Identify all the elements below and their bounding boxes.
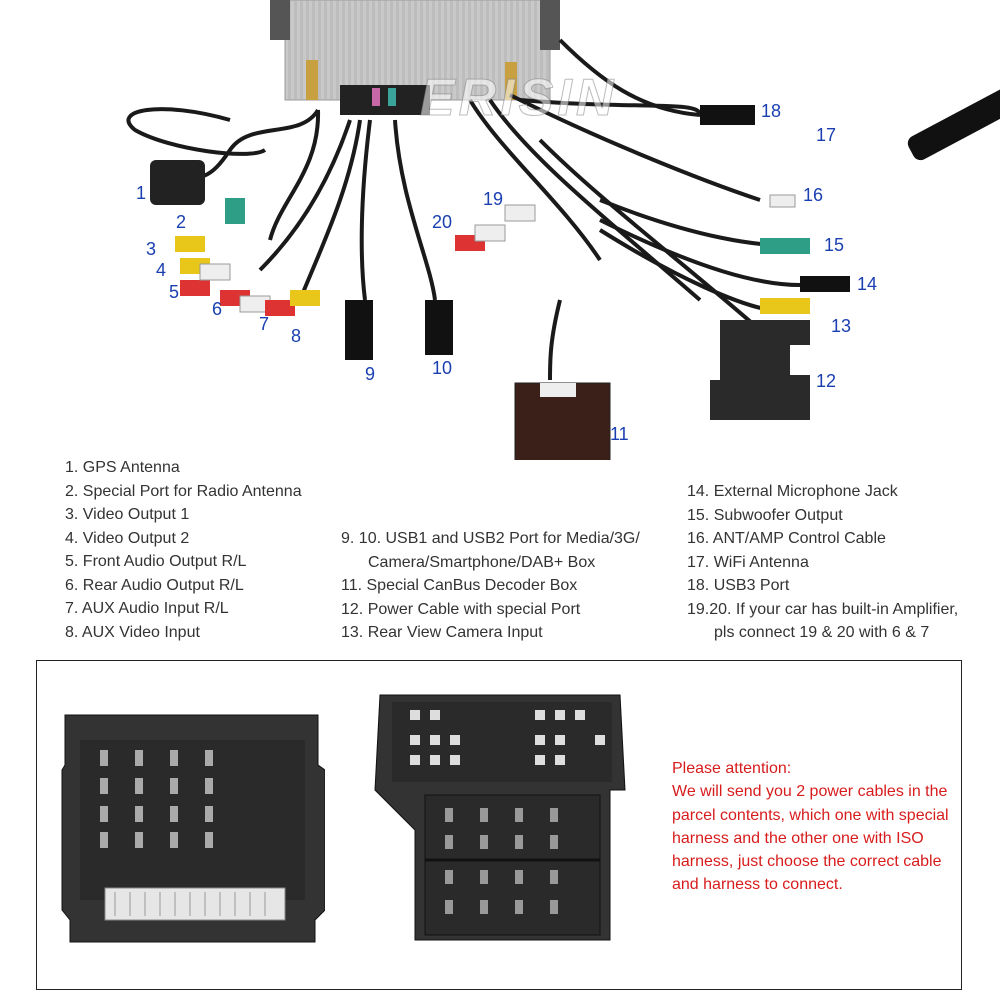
callout-19: 19 — [483, 189, 504, 209]
callout-16: 16 — [803, 185, 824, 205]
callout-20: 20 — [432, 212, 453, 232]
wifi-antenna — [907, 86, 1000, 161]
legend-item: 9. 10. USB1 and USB2 Port for Media/3G/ — [341, 530, 640, 547]
harness-photo — [126, 0, 1000, 460]
legend-middle: 9. 10. USB1 and USB2 Port for Media/3G/ … — [341, 527, 640, 645]
special-harness-connector — [61, 714, 325, 943]
callout-11: 11 — [610, 424, 629, 444]
head-unit — [270, 0, 560, 115]
usb2-connector — [425, 300, 453, 355]
legend-item: 5. Front Audio Output R/L — [65, 553, 247, 570]
callout-8: 8 — [291, 326, 302, 346]
callout-9: 9 — [365, 364, 376, 384]
callout-7: 7 — [259, 314, 270, 334]
callout-5: 5 — [169, 282, 180, 302]
amp-control-plug — [769, 194, 796, 208]
callout-1: 1 — [136, 183, 147, 203]
attention-line: harness and the other one with ISO — [672, 829, 924, 847]
legend-item: 16. ANT/AMP Control Cable — [687, 530, 886, 547]
legend-item: pls connect 19 & 20 with 6 & 7 — [714, 624, 930, 641]
iso-harness-connector — [374, 694, 626, 941]
legend-item: 1. GPS Antenna — [65, 459, 180, 476]
subwoofer-plug — [760, 238, 810, 254]
callout-17: 17 — [816, 125, 837, 145]
legend-item: 13. Rear View Camera Input — [341, 624, 543, 641]
legend-item: 15. Subwoofer Output — [687, 506, 843, 524]
legend-item: 7. AUX Audio Input R/L — [65, 600, 229, 617]
callout-2: 2 — [176, 212, 187, 232]
brand-watermark: ERISIN — [419, 69, 618, 128]
legend-item: 3. Video Output 1 — [65, 506, 190, 523]
legend-item: 8. AUX Video Input — [65, 623, 200, 641]
callout-6: 6 — [212, 299, 223, 319]
legend-item: 11. Special CanBus Decoder Box — [341, 577, 578, 594]
legend-item: 14. External Microphone Jack — [687, 483, 898, 500]
camera-input-plug — [760, 298, 810, 314]
legend-item: 19.20. If your car has built-in Amplifie… — [687, 600, 959, 618]
gps-antenna — [150, 160, 205, 205]
usb3-connector — [700, 105, 755, 125]
legend-item: Camera/Smartphone/DAB+ Box — [368, 553, 596, 571]
rca-plugs-amp — [455, 204, 536, 251]
callout-18: 18 — [761, 101, 782, 121]
attention-title: Please attention: — [672, 760, 792, 777]
cables — [126, 38, 801, 381]
attention-line: We will send you 2 power cables in the — [672, 783, 948, 801]
legend-item: 6. Rear Audio Output R/L — [65, 576, 244, 594]
legend-item: 2. Special Port for Radio Antenna — [65, 482, 302, 500]
legend-right: 14. External Microphone Jack 15. Subwoof… — [687, 480, 958, 645]
callout-4: 4 — [156, 260, 167, 280]
legend-left: 1. GPS Antenna 2. Special Port for Radio… — [65, 456, 302, 644]
mic-jack — [800, 276, 850, 292]
callout-12: 12 — [816, 371, 837, 391]
callout-13: 13 — [831, 316, 852, 336]
callout-10: 10 — [432, 358, 453, 378]
attention-note: Please attention: We will send you 2 pow… — [672, 757, 962, 897]
callout-14: 14 — [857, 274, 878, 294]
attention-line: and harness to connect. — [672, 876, 843, 894]
legend-item: 17. WiFi Antenna — [687, 553, 809, 571]
callout-15: 15 — [824, 235, 845, 255]
rca-plugs-left — [175, 236, 320, 316]
attention-line: harness, just choose the correct cable — [672, 853, 942, 871]
legend-item: 12. Power Cable with special Port — [341, 600, 581, 618]
power-connector — [710, 320, 810, 420]
callout-3: 3 — [146, 239, 157, 259]
radio-antenna-port — [225, 198, 245, 224]
usb1-connector — [345, 300, 373, 360]
legend-item: 18. USB3 Port — [687, 577, 790, 594]
attention-line: parcel contents, which one with special — [672, 806, 949, 824]
power-cable-box — [36, 660, 962, 990]
legend-item: 4. Video Output 2 — [65, 529, 190, 547]
